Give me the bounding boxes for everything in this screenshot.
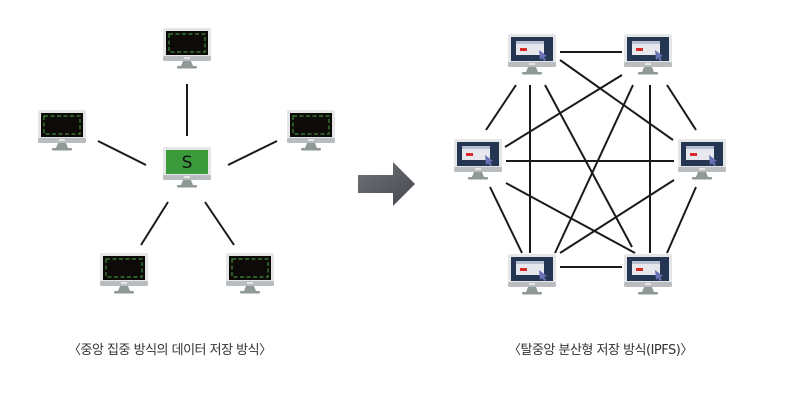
screen (290, 113, 332, 137)
centralized-caption: 〈중앙 집중 방식의 데이터 저장 방식〉 (68, 343, 272, 358)
connection-line (227, 140, 278, 166)
peer-monitor-icon (508, 34, 556, 75)
peer-monitor-icon (624, 254, 672, 295)
peer-connection-line (485, 84, 517, 131)
centralized-nodes: S (38, 28, 335, 294)
peer-connection-line (505, 182, 636, 254)
peer-monitor-icon (508, 254, 556, 295)
peer-connection-line (559, 179, 675, 254)
decentralized-caption: 〈탈중앙 분산형 저장 방식(IPFS)〉 (508, 343, 693, 358)
connection-line (140, 201, 169, 246)
screen (229, 256, 271, 280)
decentralized-connections (485, 51, 697, 268)
peer-monitor-icon (678, 139, 726, 180)
screen (103, 256, 145, 280)
connection-line (204, 201, 235, 246)
server-label: S (182, 153, 193, 173)
connection-line (97, 140, 147, 166)
peer-connection-line (666, 84, 697, 131)
client-monitor-icon (163, 28, 211, 69)
peer-monitor-icon (624, 34, 672, 75)
peer-connection-line (544, 84, 633, 248)
centralized-connections (97, 84, 278, 246)
right-arrow-icon (358, 162, 415, 206)
server-monitor-icon: S (163, 147, 211, 188)
peer-connection-line (489, 186, 523, 254)
client-monitor-icon (100, 253, 148, 294)
peer-connection-line (666, 186, 697, 254)
client-monitor-icon (287, 110, 335, 151)
decentralized-nodes (454, 34, 726, 295)
client-monitor-icon (226, 253, 274, 294)
screen (41, 113, 83, 137)
screen (166, 31, 208, 55)
peer-monitor-icon (454, 139, 502, 180)
client-monitor-icon (38, 110, 86, 151)
peer-connection-line (554, 84, 634, 254)
peer-connection-line (559, 59, 674, 141)
peer-connection-line (504, 74, 623, 148)
